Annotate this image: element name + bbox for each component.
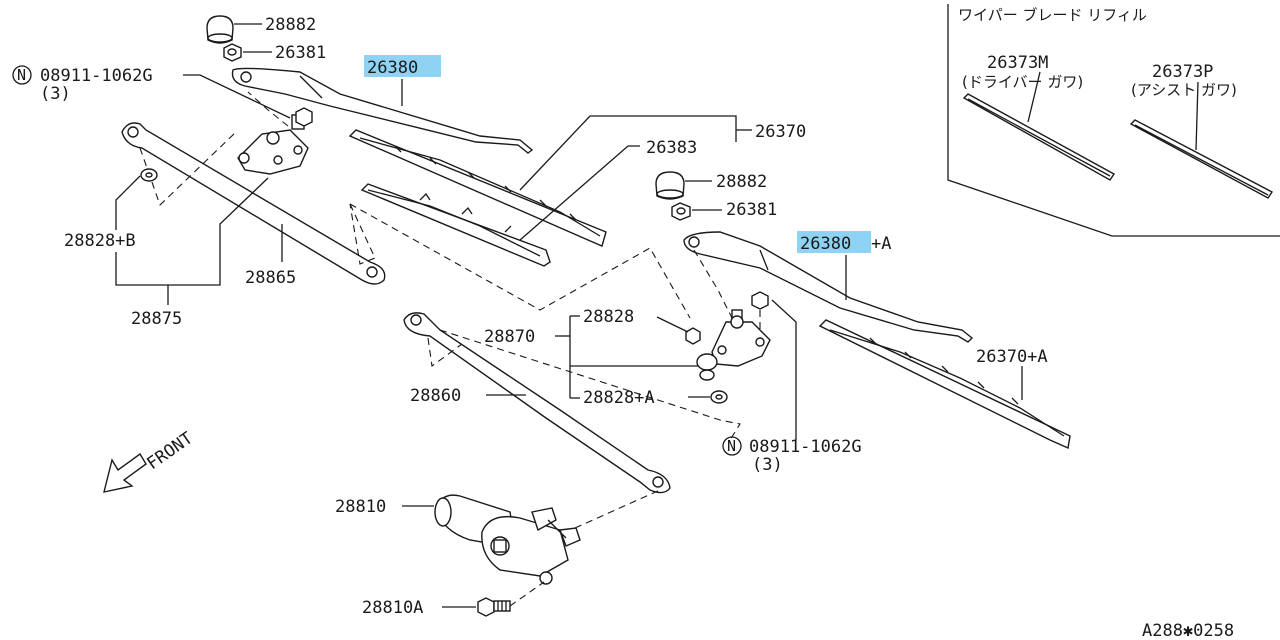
callout-28882-right[interactable]: 28882 <box>716 172 767 192</box>
refill-driver[interactable] <box>962 93 1116 181</box>
link-rod-28865[interactable] <box>121 122 386 285</box>
qty-08911-right: (3) <box>752 455 783 475</box>
qty-08911-left: (3) <box>40 84 71 104</box>
pivot-right[interactable] <box>711 291 771 367</box>
callout-26370a[interactable]: 26370+A <box>976 347 1048 367</box>
callout-26373p[interactable]: 26373P <box>1152 62 1213 82</box>
bolt-28810a[interactable] <box>477 597 511 617</box>
wiper-arm-26380[interactable] <box>231 67 534 154</box>
callout-26383[interactable]: 26383 <box>646 138 697 158</box>
n-symbol-left <box>12 65 32 85</box>
callout-26381-right[interactable]: 26381 <box>726 200 777 220</box>
callout-26380a-base[interactable]: 26380 <box>800 234 851 254</box>
washer-28828[interactable] <box>685 327 701 345</box>
callout-28875[interactable]: 28875 <box>131 309 182 329</box>
callout-26381-left[interactable]: 26381 <box>275 43 326 63</box>
callout-28828a[interactable]: 28828+A <box>583 388 655 408</box>
front-label: FRONT <box>143 428 196 474</box>
refill-inset: ワイパー ブレード リフィル 26373M (ドライバー ガワ) 26373P … <box>947 4 1280 237</box>
callout-26373m[interactable]: 26373M <box>987 53 1048 73</box>
wiper-blade-26370a[interactable] <box>818 319 1071 450</box>
callout-08911-right[interactable]: 08911-1062G <box>749 437 862 457</box>
highlight-26380a <box>797 231 871 253</box>
callout-26370[interactable]: 26370 <box>755 122 806 142</box>
wiper-arm-26380a[interactable] <box>683 231 974 343</box>
blade-rubber-26383[interactable] <box>360 183 551 267</box>
callout-28810[interactable]: 28810 <box>335 497 386 517</box>
pivot-bushing[interactable] <box>696 353 718 381</box>
n-letter-right: N <box>727 437 736 455</box>
wiper-blade-26370[interactable] <box>348 129 607 247</box>
callout-28828b[interactable]: 28828+B <box>64 231 136 251</box>
callout-28828[interactable]: 28828 <box>583 307 634 327</box>
nut-26381-right[interactable] <box>671 202 691 221</box>
callout-28810a[interactable]: 28810A <box>362 598 423 618</box>
callout-28870[interactable]: 28870 <box>484 327 535 347</box>
wiper-motor-28810[interactable] <box>434 494 581 585</box>
refill-assist[interactable] <box>1129 119 1274 199</box>
highlight-26380 <box>364 55 441 77</box>
cap-28882-left[interactable] <box>206 15 234 44</box>
callout-28882-left[interactable]: 28882 <box>265 15 316 35</box>
callout-28865[interactable]: 28865 <box>245 268 296 288</box>
link-rod-28860[interactable] <box>403 312 671 494</box>
callout-26380a-suffix: +A <box>871 234 891 254</box>
callout-28860[interactable]: 28860 <box>410 386 461 406</box>
n-letter-left: N <box>17 66 26 84</box>
pivot-left[interactable] <box>237 107 313 175</box>
assist-side-label: (アシスト ガワ) <box>1131 81 1237 99</box>
callout-08911-left[interactable]: 08911-1062G <box>40 66 153 86</box>
cap-28882-right[interactable] <box>655 171 685 200</box>
washer-28828b[interactable] <box>140 168 158 182</box>
nut-26381-left[interactable] <box>223 43 242 62</box>
driver-side-label: (ドライバー ガワ) <box>962 73 1083 91</box>
washer-28828a[interactable] <box>710 390 728 404</box>
front-arrow-icon <box>103 452 147 493</box>
diagram-code: A288✱0258 <box>1142 621 1234 640</box>
callout-26380[interactable]: 26380 <box>367 58 418 78</box>
refill-title: ワイパー ブレード リフィル <box>958 6 1147 24</box>
